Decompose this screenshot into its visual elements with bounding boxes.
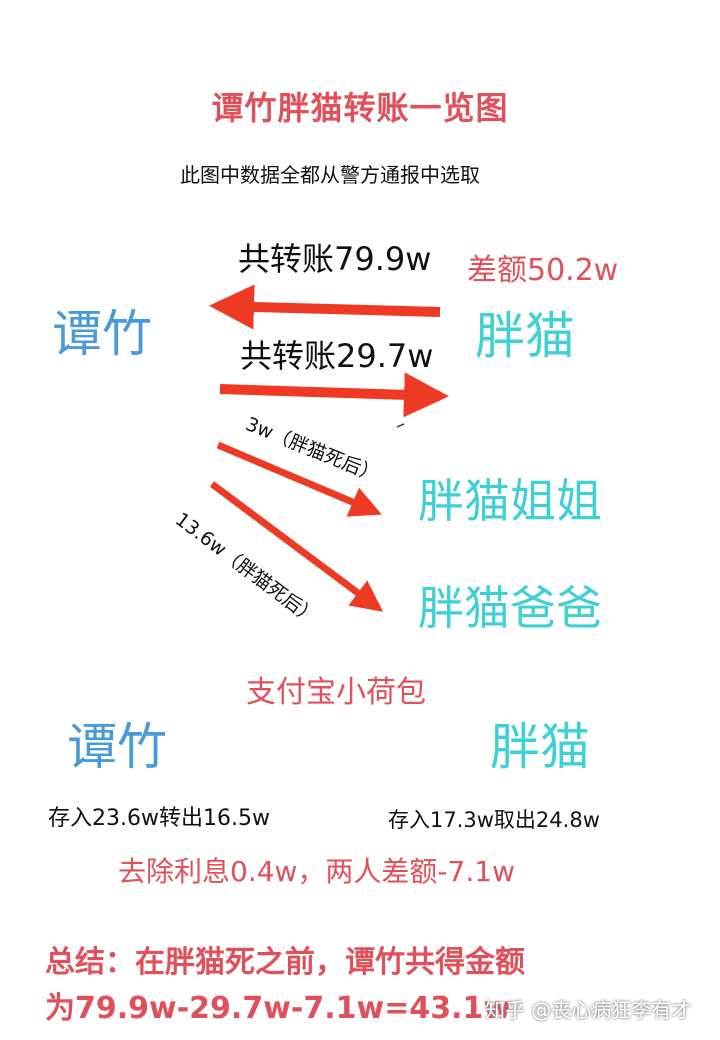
pangmao-name-alipay: 胖猫 xyxy=(490,718,590,776)
difference-label: 差额50.2w xyxy=(467,253,619,288)
subtitle: 此图中数据全都从警方通报中选取 xyxy=(180,163,480,187)
pangmao-name-top: 胖猫 xyxy=(475,307,575,365)
arrow-tanzhu-to-sister xyxy=(216,441,382,517)
transfer-to-pangmao-label: 共转账29.7w xyxy=(240,337,434,375)
stray-mark xyxy=(396,423,405,428)
summary-line-2: 为79.9w-29.7w-7.1w=43.1w xyxy=(45,991,512,1026)
alipay-heading: 支付宝小荷包 xyxy=(246,675,426,710)
father-label: 胖猫爸爸 xyxy=(418,581,602,635)
tanzhu-alipay-detail: 存入23.6w转出16.5w xyxy=(48,806,270,831)
tanzhu-name-top: 谭竹 xyxy=(52,305,152,363)
arrow-tanzhu-to-pangmao xyxy=(219,372,449,418)
page-title: 谭竹胖猫转账一览图 xyxy=(211,89,509,127)
transfer-to-tanzhu-label: 共转账79.9w xyxy=(238,240,432,278)
pangmao-alipay-detail: 存入17.3w取出24.8w xyxy=(388,808,600,832)
arrow-pangmao-to-tanzhu xyxy=(209,284,441,330)
watermark: 知乎 @丧心病狂李有才 xyxy=(485,998,692,1022)
tanzhu-name-alipay: 谭竹 xyxy=(67,718,167,776)
sister-label: 胖猫姐姐 xyxy=(418,474,602,528)
summary-line-1: 总结：在胖猫死之前，谭竹共得金额 xyxy=(45,945,525,980)
arrow-tanzhu-to-father xyxy=(209,481,384,612)
interest-note: 去除利息0.4w，两人差额-7.1w xyxy=(118,855,515,888)
